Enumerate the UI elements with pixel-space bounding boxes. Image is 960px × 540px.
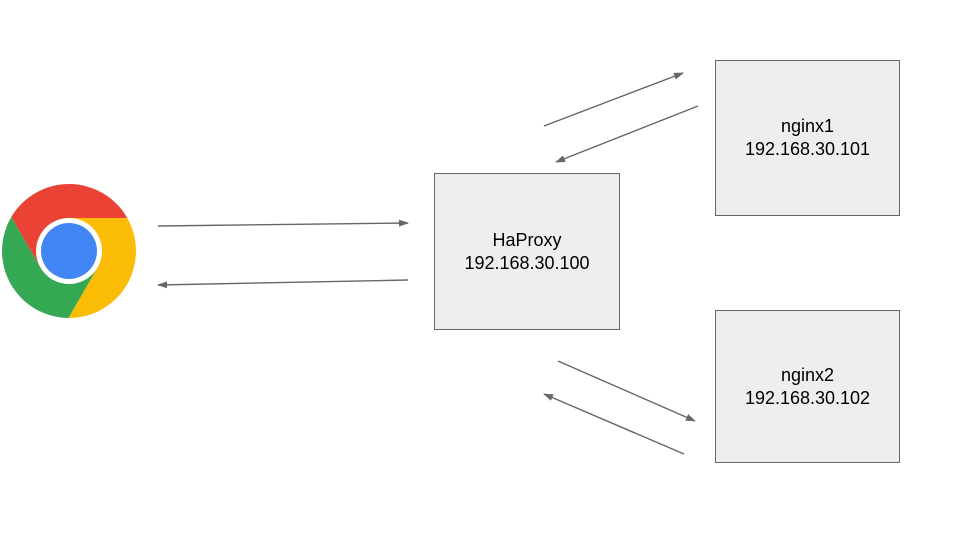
node-haproxy-ip: 192.168.30.100 bbox=[464, 252, 590, 273]
node-nginx2: nginx2 192.168.30.102 bbox=[715, 310, 900, 463]
arrow-haproxy-to-client bbox=[157, 279, 409, 289]
node-nginx1: nginx1 192.168.30.101 bbox=[715, 60, 900, 216]
chrome-browser-icon bbox=[2, 184, 136, 318]
node-haproxy: HaProxy 192.168.30.100 bbox=[434, 173, 620, 330]
arrow-haproxy-to-nginx1 bbox=[543, 72, 684, 127]
node-nginx1-name: nginx1 bbox=[780, 116, 835, 136]
node-nginx1-ip: 192.168.30.101 bbox=[744, 139, 871, 159]
arrow-client-to-haproxy bbox=[157, 219, 409, 227]
arrow-nginx1-to-haproxy bbox=[555, 105, 699, 163]
chrome-blue-center bbox=[41, 223, 97, 279]
node-nginx2-ip: 192.168.30.102 bbox=[744, 387, 871, 408]
node-haproxy-name: HaProxy bbox=[492, 229, 562, 250]
node-nginx2-name: nginx2 bbox=[780, 364, 835, 385]
arrow-nginx2-to-haproxy bbox=[543, 393, 685, 455]
arrow-haproxy-to-nginx2 bbox=[557, 360, 696, 422]
